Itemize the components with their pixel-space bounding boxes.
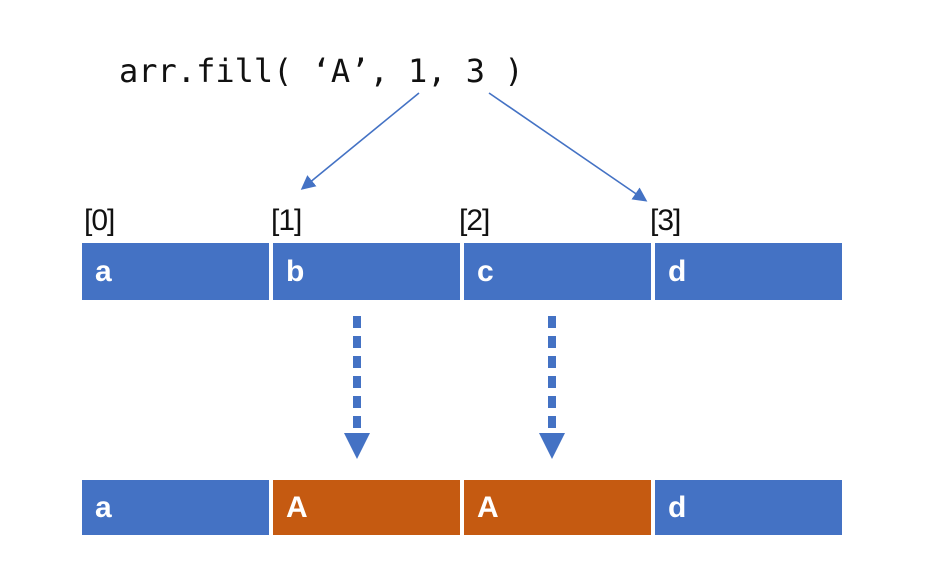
index-label-3: [3] — [650, 204, 681, 237]
arg-end-to-index3-arrow-icon — [488, 92, 648, 202]
fill-arrow-cell-b-icon — [344, 316, 370, 459]
array-row-after-fill: a A A d — [82, 480, 842, 535]
index-label-2: [2] — [459, 204, 490, 237]
fill-arrow-cell-c-icon — [539, 316, 565, 459]
array-cell: a — [82, 480, 269, 535]
array-cell: d — [655, 243, 842, 300]
code-text: arr.fill( ‘A’, 1, 3 ) — [119, 52, 524, 90]
arg-start-to-index1-arrow-icon — [300, 92, 420, 190]
array-cell: b — [273, 243, 460, 300]
array-cell: c — [464, 243, 651, 300]
array-cell-filled: A — [273, 480, 460, 535]
array-cell-filled: A — [464, 480, 651, 535]
array-row-before-fill: a b c d — [82, 243, 842, 300]
index-label-1: [1] — [271, 204, 302, 237]
array-cell: d — [655, 480, 842, 535]
array-cell: a — [82, 243, 269, 300]
index-label-0: [0] — [84, 204, 115, 237]
